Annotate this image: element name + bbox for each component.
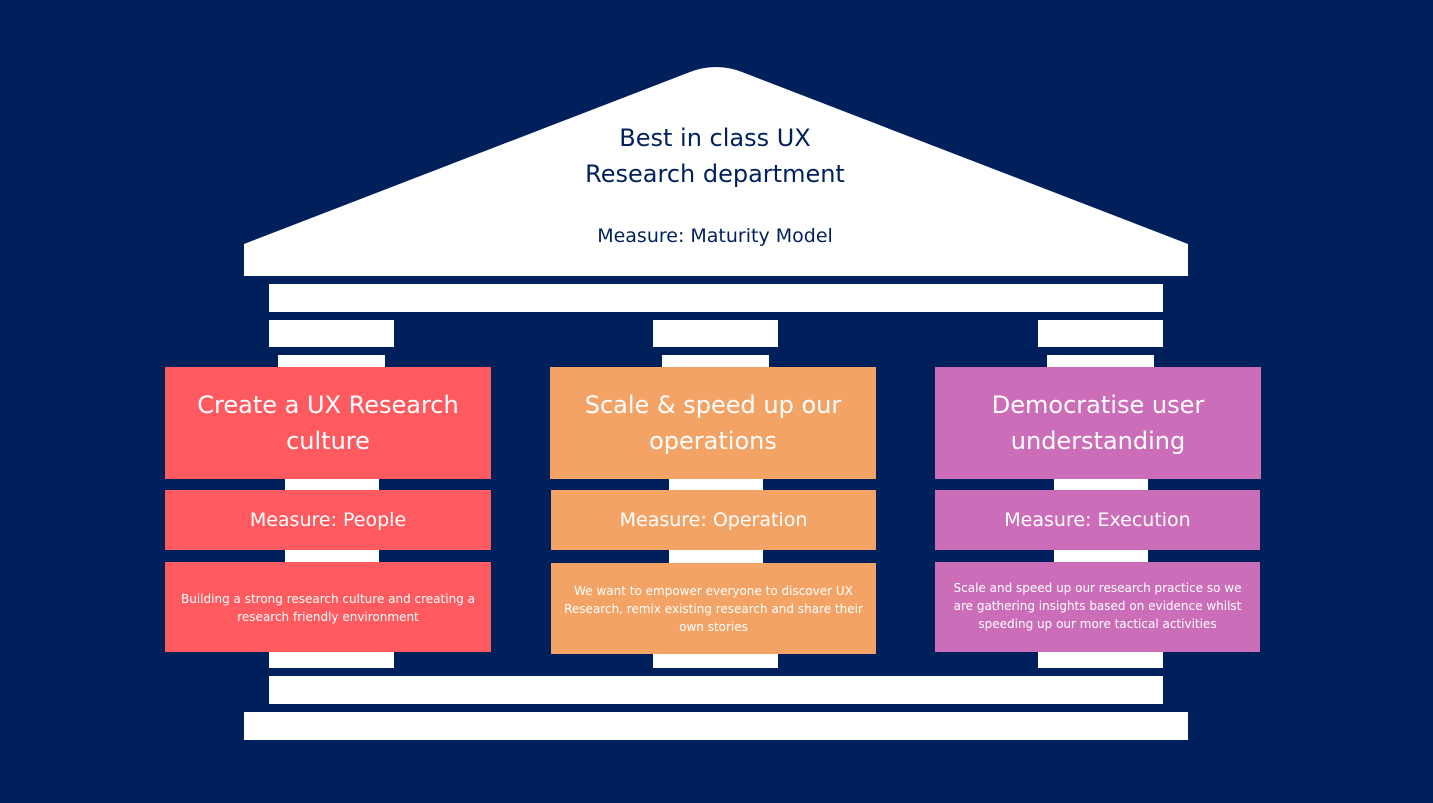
pillar-3-capital [1038, 320, 1163, 347]
pillar-2-description-box: We want to empower everyone to discover … [551, 563, 876, 654]
pillar-1-connector-b [285, 550, 379, 562]
pillar-1-title-line-1: Create a UX Research [197, 391, 459, 419]
pillar-2-title-line-1: Scale & speed up our [584, 391, 842, 419]
pillar-3-description-line-1: Scale and speed up our research practice… [953, 581, 1242, 595]
pillar-3-neck [1047, 355, 1154, 367]
pillar-3-title-box: Democratise user understanding [935, 367, 1261, 479]
pillar-3-description-line-3: speeding up our more tactical activities [978, 617, 1217, 631]
pillar-3-base [1038, 652, 1163, 668]
roof-title-line-2: Research department [585, 160, 845, 188]
pillar-1-measure-box: Measure: People [165, 490, 491, 550]
pillar-2-description-line-3: own stories [679, 620, 748, 634]
pillar-2-measure: Measure: Operation [619, 509, 808, 531]
pillar-3-title-line-2: understanding [1010, 427, 1186, 455]
pillar-2-neck [662, 355, 769, 367]
pillar-1-title: Create a UX Research culture [197, 387, 458, 459]
pillar-1-measure: Measure: People [249, 509, 407, 531]
pillar-1-neck [278, 355, 385, 367]
pillar-2-connector-b [669, 550, 763, 563]
pillar-1-title-line-2: culture [286, 427, 370, 455]
pillar-2-description-line-1: We want to empower everyone to discover … [574, 584, 853, 598]
roof-title: Best in class UX Research department [420, 120, 1010, 192]
roof-title-line-1: Best in class UX [619, 124, 811, 152]
pillar-2-title-box: Scale & speed up our operations [550, 367, 876, 479]
pillar-3-connector-b [1054, 550, 1148, 562]
pillar-2-capital [653, 320, 778, 347]
pillar-3-title-line-1: Democratise user [991, 391, 1205, 419]
pillar-3-measure: Measure: Execution [1004, 509, 1191, 531]
pillar-3-description-line-2: are gathering insights based on evidence… [953, 599, 1242, 613]
foundation-step [244, 712, 1188, 740]
pillar-2-connector-a [669, 479, 763, 490]
pillar-1-description-line-1: Building a strong research culture and c… [181, 592, 475, 606]
pillar-1-connector-a [285, 479, 379, 490]
pillar-3-title: Democratise user understanding [992, 387, 1204, 459]
entablature-beam [269, 284, 1163, 312]
pillar-3-description-box: Scale and speed up our research practice… [935, 562, 1260, 652]
pillar-2-description-line-2: Research, remix existing research and sh… [564, 602, 863, 616]
pillar-2-base [653, 654, 778, 668]
pillar-2-title: Scale & speed up our operations [585, 387, 842, 459]
pillar-1-description-line-2: research friendly environment [237, 610, 419, 624]
roof-measure: Measure: Maturity Model [597, 225, 833, 247]
pillar-3-connector-a [1054, 479, 1148, 490]
pillar-1-capital [269, 320, 394, 347]
pillar-3-measure-box: Measure: Execution [935, 490, 1260, 550]
pillar-1-title-box: Create a UX Research culture [165, 367, 491, 479]
pillar-2-title-line-2: operations [649, 427, 777, 455]
pillar-1-description-box: Building a strong research culture and c… [165, 562, 491, 652]
pillar-1-base [269, 652, 394, 668]
stylobate-step [269, 676, 1163, 704]
roof-shape [244, 67, 1188, 276]
pillar-2-measure-box: Measure: Operation [551, 490, 876, 550]
pillar-1-description: Building a strong research culture and c… [181, 590, 475, 626]
pillar-2-description: We want to empower everyone to discover … [564, 582, 863, 636]
pillar-3-description: Scale and speed up our research practice… [954, 579, 1242, 633]
